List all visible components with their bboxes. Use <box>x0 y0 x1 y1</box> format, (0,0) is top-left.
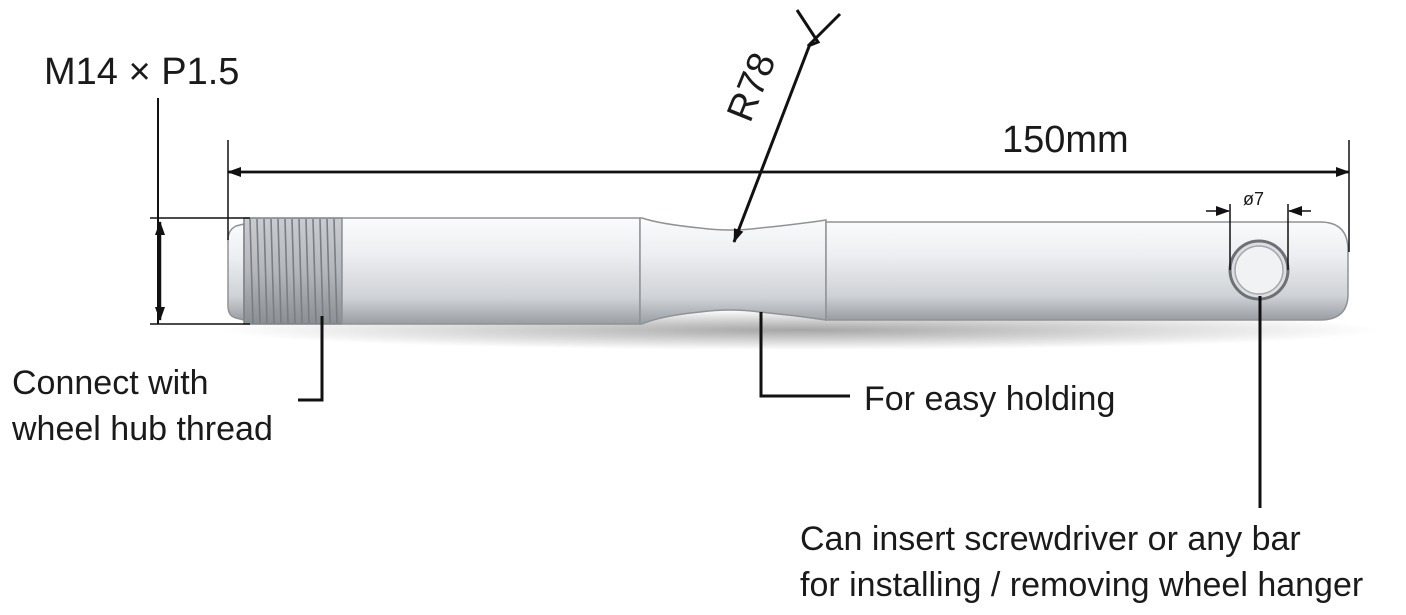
thread-ridge <box>270 218 275 324</box>
hole-note: Can insert screwdriver or any bar for in… <box>800 296 1363 604</box>
thread-ridge <box>249 218 254 324</box>
hole-note-line1: Can insert screwdriver or any bar <box>800 520 1301 558</box>
hole-dimension: ø7 <box>1206 189 1311 270</box>
thread-ridge <box>333 218 338 324</box>
thread-lines <box>249 218 338 324</box>
thread-ridge <box>256 218 261 324</box>
radius-callout: R78 <box>719 9 842 243</box>
thread-ridge <box>277 218 282 324</box>
length-label: 150mm <box>1002 119 1129 161</box>
thread-ridge <box>291 218 296 324</box>
through-hole-inner <box>1234 245 1284 295</box>
thread-ridge <box>319 218 324 324</box>
length-dimension: 150mm <box>227 119 1350 252</box>
thread-note-line1: Connect with <box>12 364 209 402</box>
grip-note: For easy holding <box>759 312 1115 418</box>
thread-note: Connect with wheel hub thread <box>11 316 324 448</box>
thread-note-line2: wheel hub thread <box>11 410 273 448</box>
shank-section <box>341 217 641 325</box>
rod-tip <box>227 223 245 321</box>
wheel-hanger-rod <box>227 217 1349 325</box>
thread-ridge <box>305 218 310 324</box>
thread-ridge <box>312 218 317 324</box>
thread-ridge <box>284 218 289 324</box>
thread-ridge <box>298 218 303 324</box>
grip-note-label: For easy holding <box>864 380 1115 418</box>
radius-label: R78 <box>719 47 784 127</box>
thread-ridge <box>326 218 331 324</box>
thread-dimension: M14 × P1.5 <box>44 51 250 325</box>
hole-note-line2: for installing / removing wheel hanger <box>800 566 1363 604</box>
thread-spec-label: M14 × P1.5 <box>44 51 239 93</box>
grip-section <box>639 217 827 325</box>
handle-section <box>825 221 1349 321</box>
hole-diameter-label: ø7 <box>1243 189 1264 209</box>
thread-ridge <box>263 218 268 324</box>
